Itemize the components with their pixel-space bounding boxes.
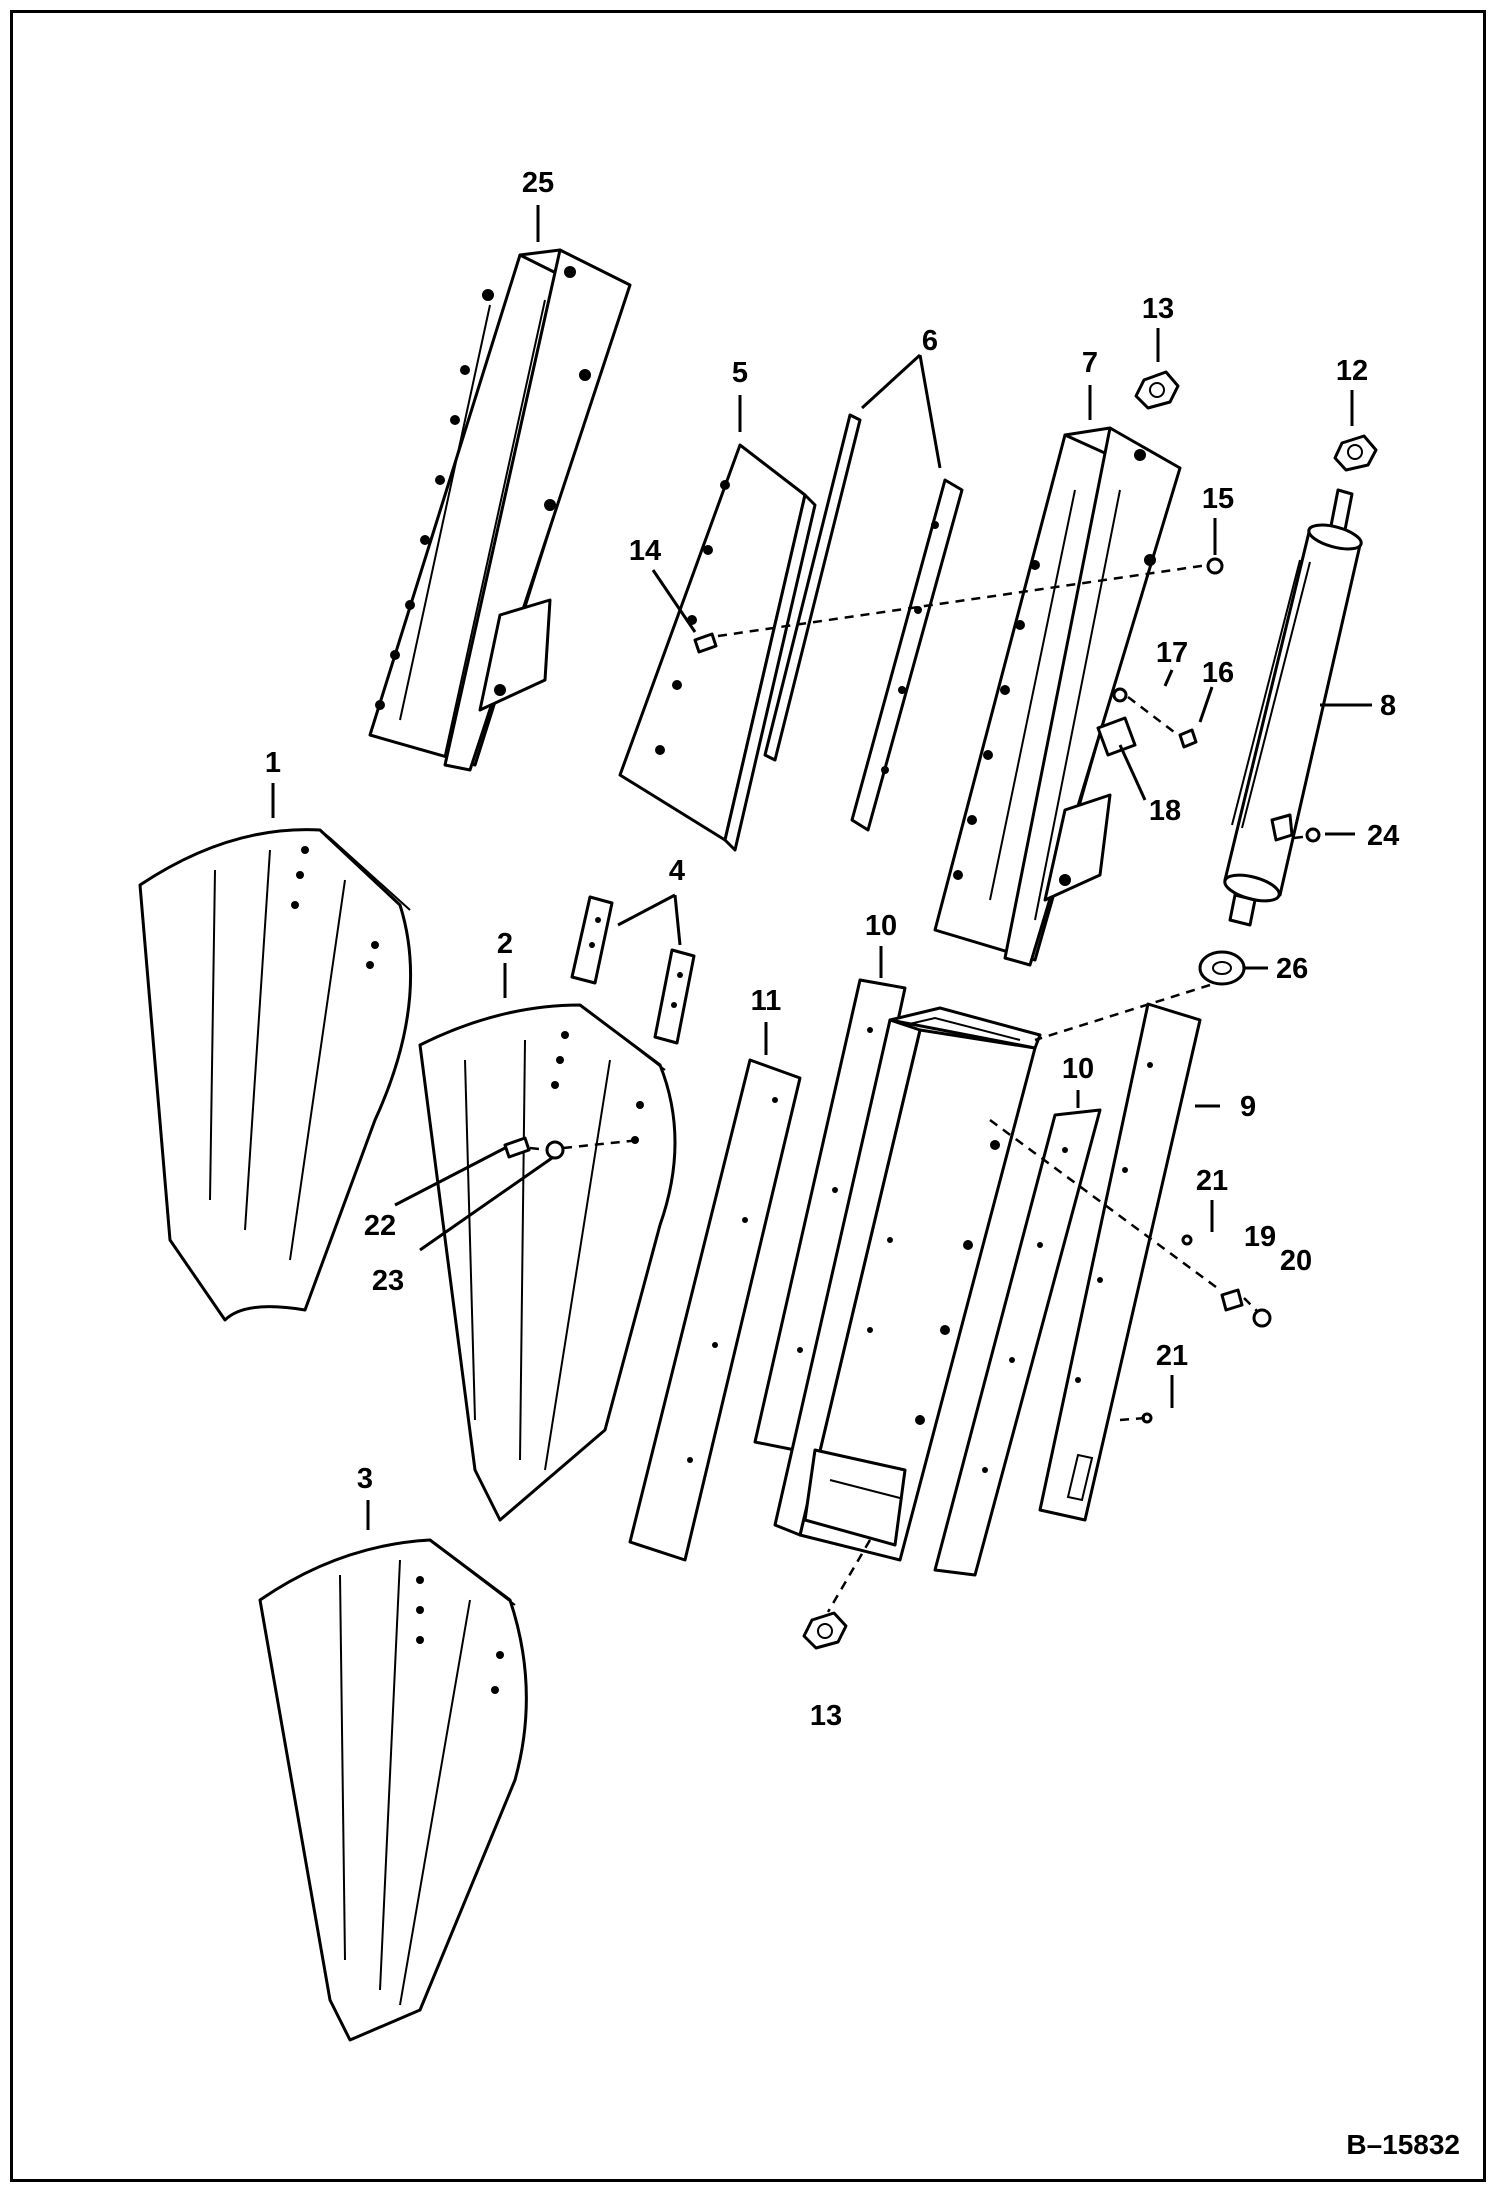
part-5-cover-plate bbox=[618, 443, 817, 852]
callout-labels: 25 5 6 7 13 12 14 15 17 16 8 18 24 1 4 1… bbox=[265, 167, 1399, 1732]
callout-14: 14 bbox=[629, 535, 661, 567]
part-2-blade bbox=[418, 1003, 677, 1522]
part-17-washer bbox=[1112, 687, 1128, 703]
callout-9: 9 bbox=[1240, 1091, 1256, 1123]
part-14-bolt bbox=[693, 632, 718, 654]
part-24-fitting bbox=[1305, 827, 1321, 843]
part-25-channel-bracket bbox=[368, 248, 632, 772]
callout-20: 20 bbox=[1280, 1245, 1312, 1277]
part-4-plates bbox=[570, 895, 696, 1045]
part-19-spring bbox=[1220, 1288, 1244, 1312]
callout-15: 15 bbox=[1202, 483, 1234, 515]
small-hardware bbox=[503, 557, 1321, 1424]
callout-21-lower: 21 bbox=[1156, 1340, 1188, 1372]
part-23-washer bbox=[545, 1140, 565, 1160]
callout-13-upper: 13 bbox=[1142, 293, 1174, 325]
callout-3: 3 bbox=[357, 1463, 373, 1495]
part-13-nut-upper bbox=[1134, 370, 1180, 410]
callout-25: 25 bbox=[522, 167, 554, 199]
callout-24: 24 bbox=[1367, 820, 1399, 852]
callout-2: 2 bbox=[497, 928, 513, 960]
diagram-frame bbox=[10, 10, 1486, 2182]
alignment-lines bbox=[529, 563, 1311, 1613]
callout-4: 4 bbox=[669, 855, 685, 887]
callout-23: 23 bbox=[372, 1265, 404, 1297]
callout-11: 11 bbox=[751, 985, 782, 1017]
part-22-bolt bbox=[503, 1136, 531, 1159]
part-12-nut bbox=[1333, 434, 1378, 472]
callout-22: 22 bbox=[364, 1210, 396, 1242]
callout-18: 18 bbox=[1149, 795, 1181, 827]
part-7-channel-bracket bbox=[933, 426, 1182, 967]
part-26-spacer bbox=[1198, 950, 1246, 986]
callout-12: 12 bbox=[1336, 355, 1368, 387]
callout-6: 6 bbox=[922, 325, 938, 357]
part-20-nut bbox=[1252, 1308, 1272, 1328]
callout-13-lower: 13 bbox=[810, 1700, 842, 1732]
callout-1: 1 bbox=[265, 747, 281, 779]
part-10-strip-right bbox=[933, 1108, 1102, 1577]
callout-21-upper: 21 bbox=[1196, 1165, 1228, 1197]
leader-lines bbox=[271, 205, 1372, 1530]
callout-16: 16 bbox=[1202, 657, 1234, 689]
callout-17: 17 bbox=[1156, 637, 1188, 669]
callout-5: 5 bbox=[732, 357, 748, 389]
part-1-blade bbox=[138, 828, 413, 1322]
callout-8: 8 bbox=[1380, 690, 1396, 722]
callout-19: 19 bbox=[1244, 1221, 1276, 1253]
figure-reference-number: B–15832 bbox=[1346, 2129, 1460, 2160]
callout-10-left: 10 bbox=[865, 910, 897, 942]
part-15-washer bbox=[1206, 557, 1224, 575]
part-11-strip bbox=[628, 1058, 802, 1562]
part-3-blade bbox=[258, 1538, 528, 2042]
part-18-bumper bbox=[1096, 716, 1137, 757]
part-9-slotted-strip bbox=[1038, 1002, 1202, 1522]
callout-10-right: 10 bbox=[1062, 1053, 1094, 1085]
callout-7: 7 bbox=[1082, 347, 1098, 379]
callout-26: 26 bbox=[1276, 953, 1308, 985]
part-16-screw bbox=[1178, 728, 1198, 749]
part-21-pin-upper bbox=[1181, 1234, 1193, 1246]
part-6-wear-strips bbox=[763, 413, 964, 832]
part-13-nut-lower bbox=[802, 1611, 848, 1650]
part-8-cylinder bbox=[1223, 488, 1363, 927]
main-frame-tube bbox=[773, 1006, 1042, 1562]
